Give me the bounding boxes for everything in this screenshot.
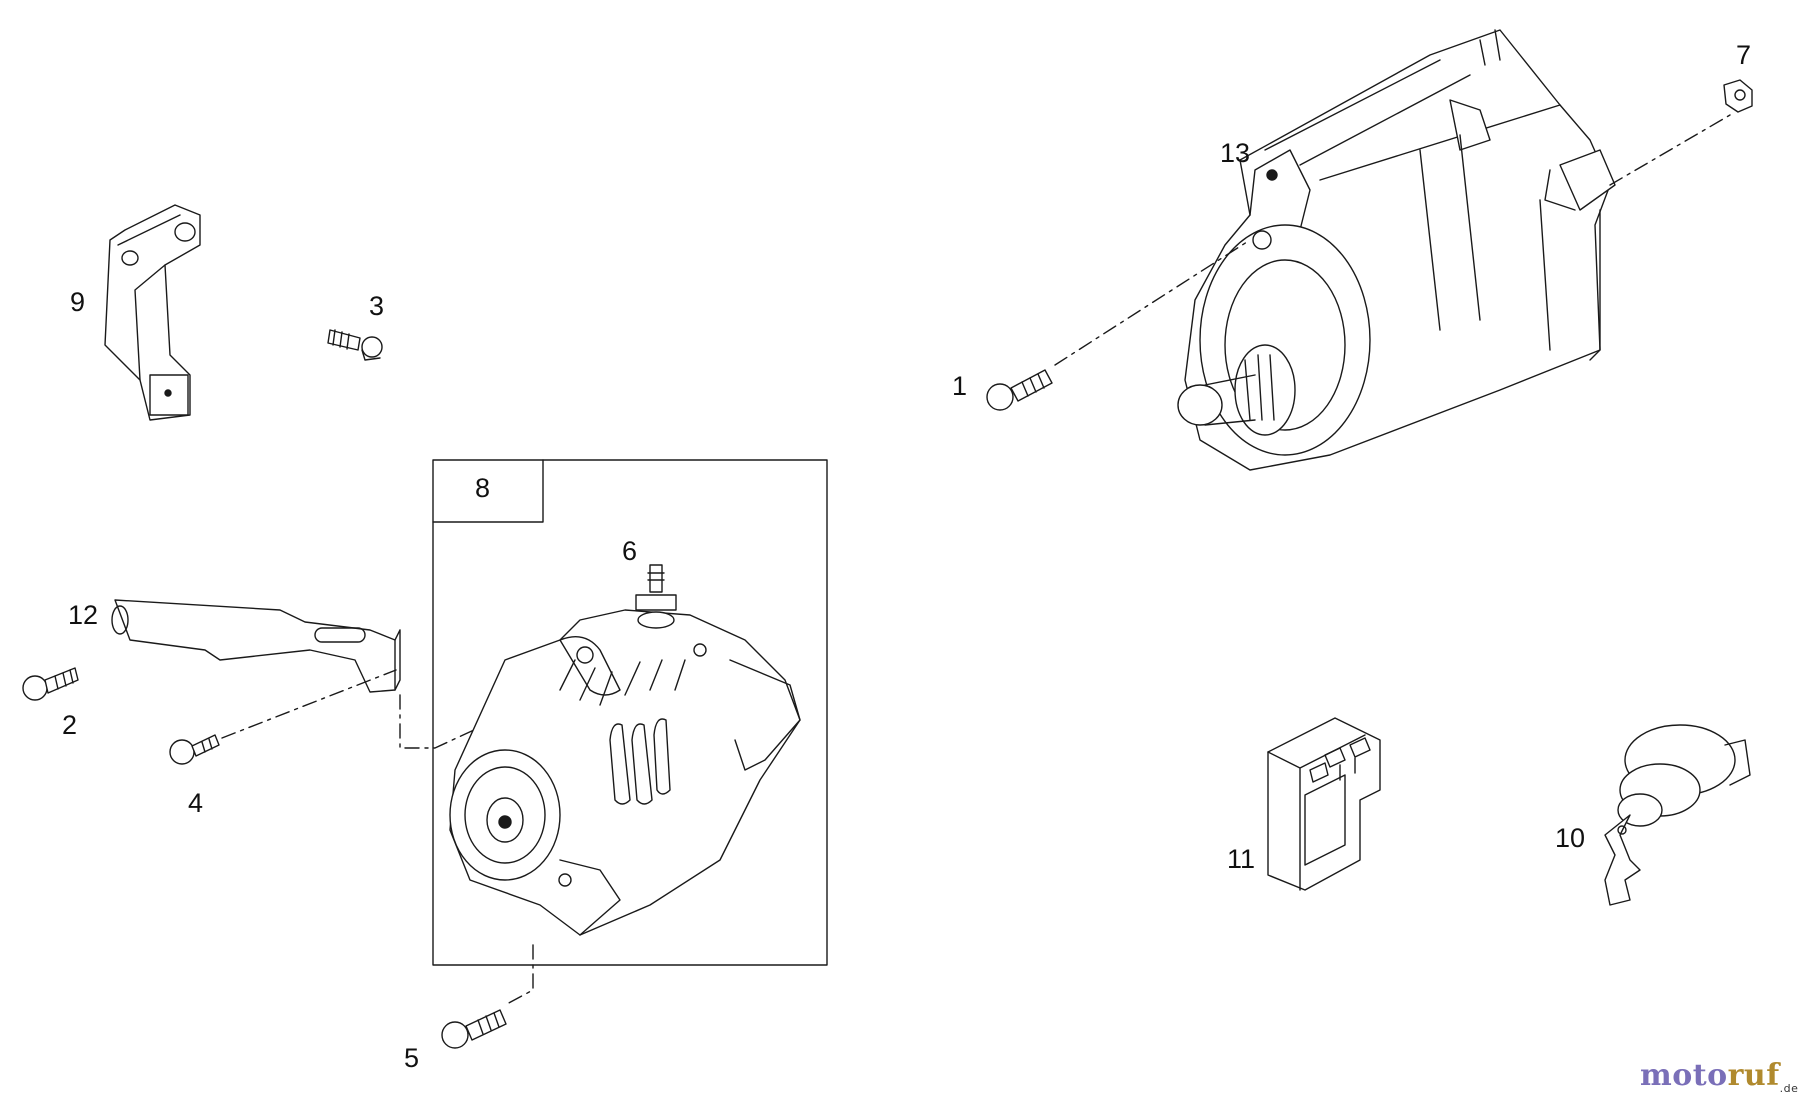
bolt-1-icon xyxy=(986,369,1053,411)
callout-3: 3 xyxy=(369,291,385,321)
bolt-4-icon xyxy=(169,734,220,765)
callout-6: 6 xyxy=(622,536,638,566)
nut-7-icon xyxy=(1723,79,1753,113)
brand-suffix: .de xyxy=(1779,1082,1799,1095)
callout-8: 8 xyxy=(475,473,491,503)
bolt-2-icon xyxy=(22,667,79,701)
assembly-box-8 xyxy=(432,459,828,966)
callout-5: 5 xyxy=(404,1043,420,1073)
key-switch-10-icon xyxy=(1604,724,1751,906)
callout-4: 4 xyxy=(188,788,204,818)
callout-1: 1 xyxy=(952,371,968,401)
alternator-icon xyxy=(449,609,801,936)
brand-watermark: motoruf.de xyxy=(1640,1058,1798,1095)
bracket-9-icon xyxy=(104,204,201,421)
callout-13: 13 xyxy=(1220,138,1251,168)
callout-7: 7 xyxy=(1736,40,1752,70)
starter-motor-icon xyxy=(1177,29,1616,471)
callout-11: 11 xyxy=(1227,844,1256,874)
bolt-5-icon xyxy=(441,1009,507,1049)
callout-9: 9 xyxy=(70,287,86,317)
bracket-12-icon xyxy=(111,599,401,693)
terminal-6-icon xyxy=(635,564,677,629)
bolt-3-icon xyxy=(327,329,383,361)
relay-11-icon xyxy=(1267,717,1381,891)
brand-part2: ruf xyxy=(1727,1058,1780,1093)
callout-12: 12 xyxy=(68,600,99,630)
callout-10: 10 xyxy=(1555,823,1586,853)
brand-part1: moto xyxy=(1640,1058,1728,1093)
callout-2: 2 xyxy=(62,710,78,740)
